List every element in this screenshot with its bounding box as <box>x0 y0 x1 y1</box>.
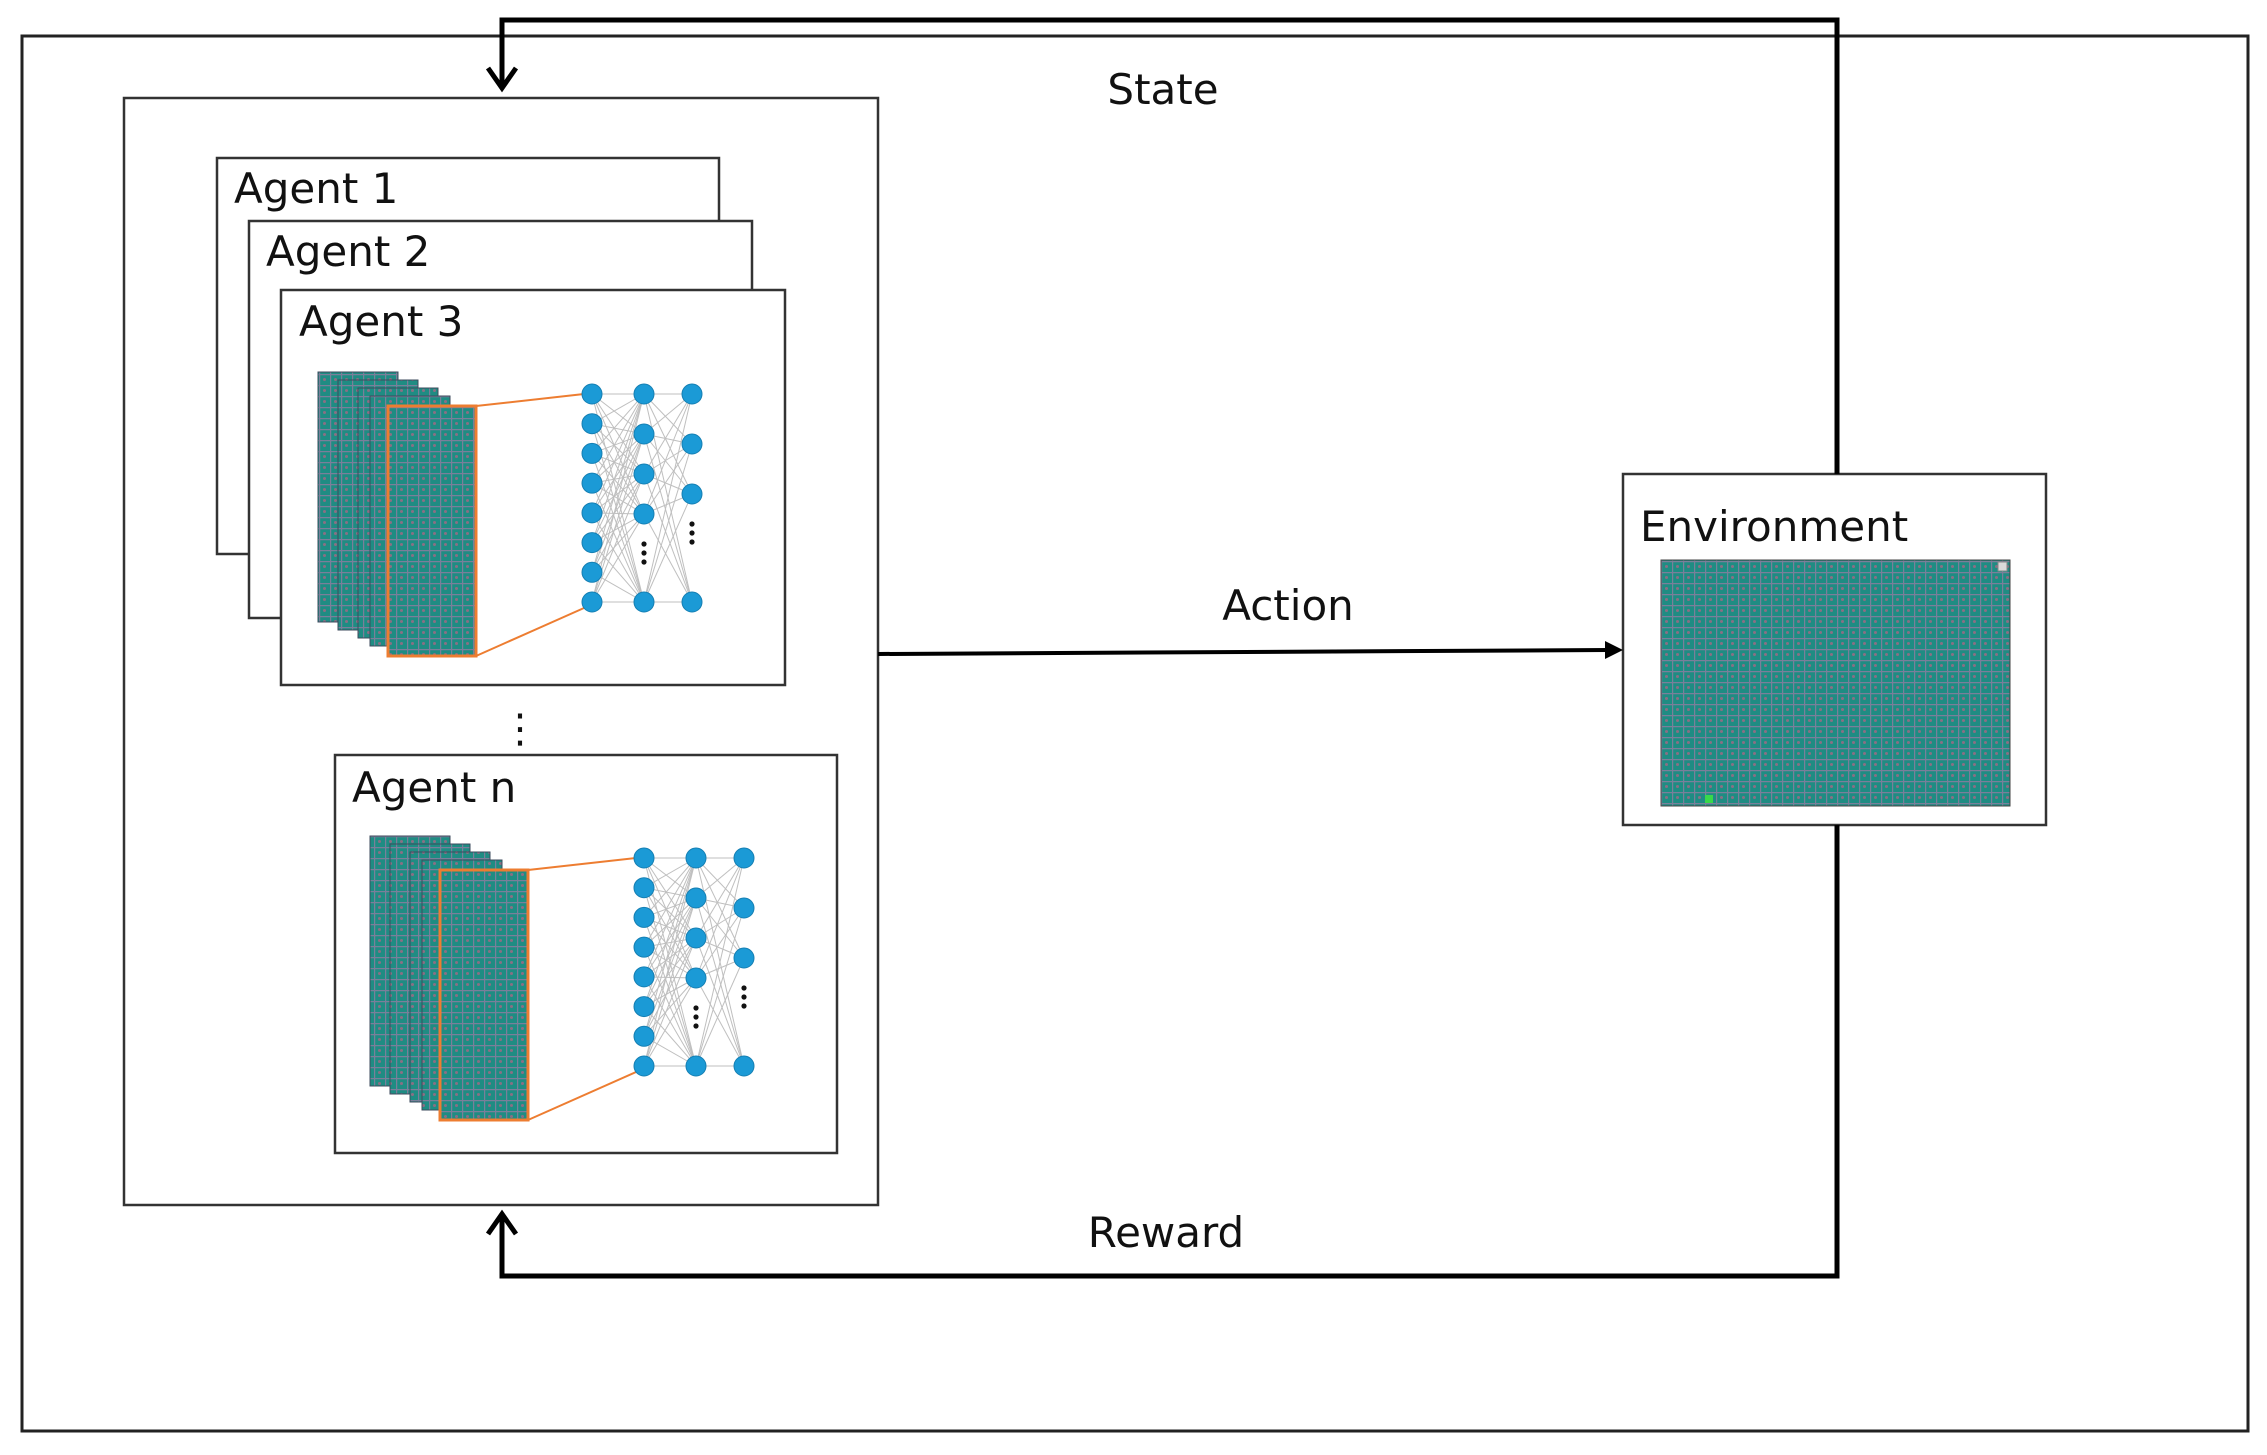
agent-3-ellipsis-dot <box>689 521 695 527</box>
agent-3-neuron <box>681 591 703 613</box>
agent-n-ellipsis-dot <box>693 1023 699 1029</box>
agent-3-neuron <box>681 383 703 405</box>
agent-3-ellipsis-dot <box>641 559 647 565</box>
agent-n-ellipsis-dot <box>741 985 747 991</box>
agent-n-neuron <box>633 906 655 928</box>
agent-3-neuron <box>581 502 603 524</box>
agent-n-neuron <box>733 1055 755 1077</box>
agent-3-neuron <box>581 472 603 494</box>
agent-3-label: Agent 3 <box>299 297 463 346</box>
agent-n-label: Agent n <box>352 763 516 812</box>
agent-n-neuron <box>685 967 707 989</box>
agent-n-ellipsis-dot <box>693 1005 699 1011</box>
environment-agent-marker <box>1705 795 1713 803</box>
agent-3-neuron <box>633 383 655 405</box>
agent-n-ellipsis-dot <box>693 1014 699 1020</box>
agent-n-neuron <box>733 947 755 969</box>
environment-corner-marker <box>1997 561 2008 572</box>
agent-n-neuron <box>685 887 707 909</box>
agent-3-neuron <box>633 423 655 445</box>
agent-3-neuron <box>633 591 655 613</box>
agent-card-3: Agent 3 <box>279 288 787 687</box>
agent-card-n: Agent n <box>333 753 839 1155</box>
agent-3-ellipsis-dot <box>641 550 647 556</box>
agent-n-highlighted-feature-map <box>438 868 530 1122</box>
agent-n-neuron <box>633 1055 655 1077</box>
agent-n-projection-line <box>527 1071 637 1121</box>
environment-label: Environment <box>1640 502 1908 551</box>
agent-3-neuron <box>681 433 703 455</box>
environment-grid-image <box>1660 559 2011 807</box>
agent-3-network <box>317 371 703 658</box>
agent-n-network <box>369 835 755 1122</box>
agent-n-ellipsis-dot <box>741 1003 747 1009</box>
agent-n-neuron <box>633 966 655 988</box>
reward-arrow <box>485 825 1840 1279</box>
agent-3-projection-line <box>475 393 585 407</box>
agent-n-neuron <box>633 847 655 869</box>
state-label: State <box>1107 65 1218 114</box>
agent-3-ellipsis-dot <box>689 539 695 545</box>
agent-3-ellipsis-dot <box>641 541 647 547</box>
agent-3-neuron <box>581 413 603 435</box>
agent-n-neuron <box>633 936 655 958</box>
agents-ellipsis: ⋮ <box>500 706 540 752</box>
agent-3-neuron <box>581 442 603 464</box>
agent-n-neuron <box>685 1055 707 1077</box>
state-arrow <box>485 17 1840 474</box>
outer-frame <box>20 34 2250 1433</box>
agent-3-neuron <box>681 483 703 505</box>
agent-n-neuron <box>685 927 707 949</box>
reward-label: Reward <box>1088 1208 1244 1257</box>
agent-n-neuron <box>633 996 655 1018</box>
agent-n-neuron <box>733 847 755 869</box>
agent-3-neuron <box>581 383 603 405</box>
agent-3-highlighted-feature-map <box>386 404 478 658</box>
environment-box: Environment <box>1621 472 2048 827</box>
agent-n-neuron <box>733 897 755 919</box>
agent-3-neuron <box>581 591 603 613</box>
agent-1-label: Agent 1 <box>234 164 398 213</box>
agent-n-projection-line <box>527 857 637 871</box>
agent-3-projection-line <box>475 607 585 657</box>
agent-n-neuron <box>633 1025 655 1047</box>
agent-n-neuron <box>685 847 707 869</box>
agent-n-ellipsis-dot <box>741 994 747 1000</box>
agent-3-neuron <box>633 463 655 485</box>
agent-2-label: Agent 2 <box>266 227 430 276</box>
action-arrow <box>877 641 1623 659</box>
agent-3-neuron <box>581 561 603 583</box>
agent-3-neuron <box>581 532 603 554</box>
action-label: Action <box>1222 581 1354 630</box>
agent-n-neuron <box>633 877 655 899</box>
agent-3-neuron <box>633 503 655 525</box>
agent-3-ellipsis-dot <box>689 530 695 536</box>
